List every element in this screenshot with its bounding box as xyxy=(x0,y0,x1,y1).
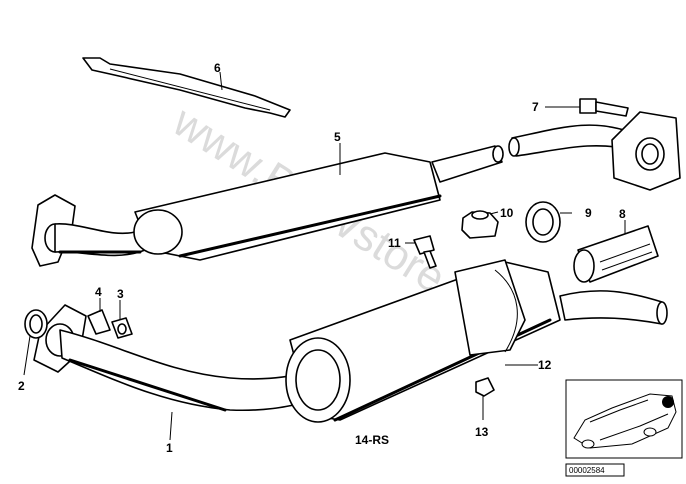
label-12: 12 xyxy=(538,358,552,372)
label-8: 8 xyxy=(619,207,626,221)
car-inset xyxy=(565,379,683,459)
part-9-gasket-ring xyxy=(525,201,561,243)
part-rear-pipe-flange xyxy=(508,111,681,191)
part-11-bolt xyxy=(413,235,437,269)
label-3: 3 xyxy=(117,287,124,301)
part-7-bolt xyxy=(579,98,629,117)
part-13-nut xyxy=(475,377,495,397)
label-9: 9 xyxy=(585,206,592,220)
part-4-stud xyxy=(87,309,111,335)
label-2: 2 xyxy=(18,379,25,393)
label-10: 10 xyxy=(500,206,514,220)
highlight-dot xyxy=(662,396,674,408)
part-5-front-muffler xyxy=(31,145,504,267)
diagram-caption: 14-RS xyxy=(355,433,389,447)
part-3-nut xyxy=(111,317,133,339)
reference-code: 00002584 xyxy=(569,466,605,475)
part-1-rear-muffler xyxy=(33,259,668,423)
label-7: 7 xyxy=(532,100,539,114)
part-6-bracket xyxy=(82,57,291,118)
label-5: 5 xyxy=(334,130,341,144)
label-6: 6 xyxy=(214,61,221,75)
leader-lines xyxy=(23,71,626,441)
label-11: 11 xyxy=(388,236,401,250)
label-4: 4 xyxy=(95,285,102,299)
label-1: 1 xyxy=(166,441,173,455)
part-labels: 6 5 7 8 9 10 11 4 3 2 1 12 13 xyxy=(18,61,626,455)
label-13: 13 xyxy=(475,425,489,439)
part-10-rubber-mount xyxy=(461,210,499,239)
part-2-gasket xyxy=(24,309,48,339)
part-8-sleeve xyxy=(573,225,659,283)
